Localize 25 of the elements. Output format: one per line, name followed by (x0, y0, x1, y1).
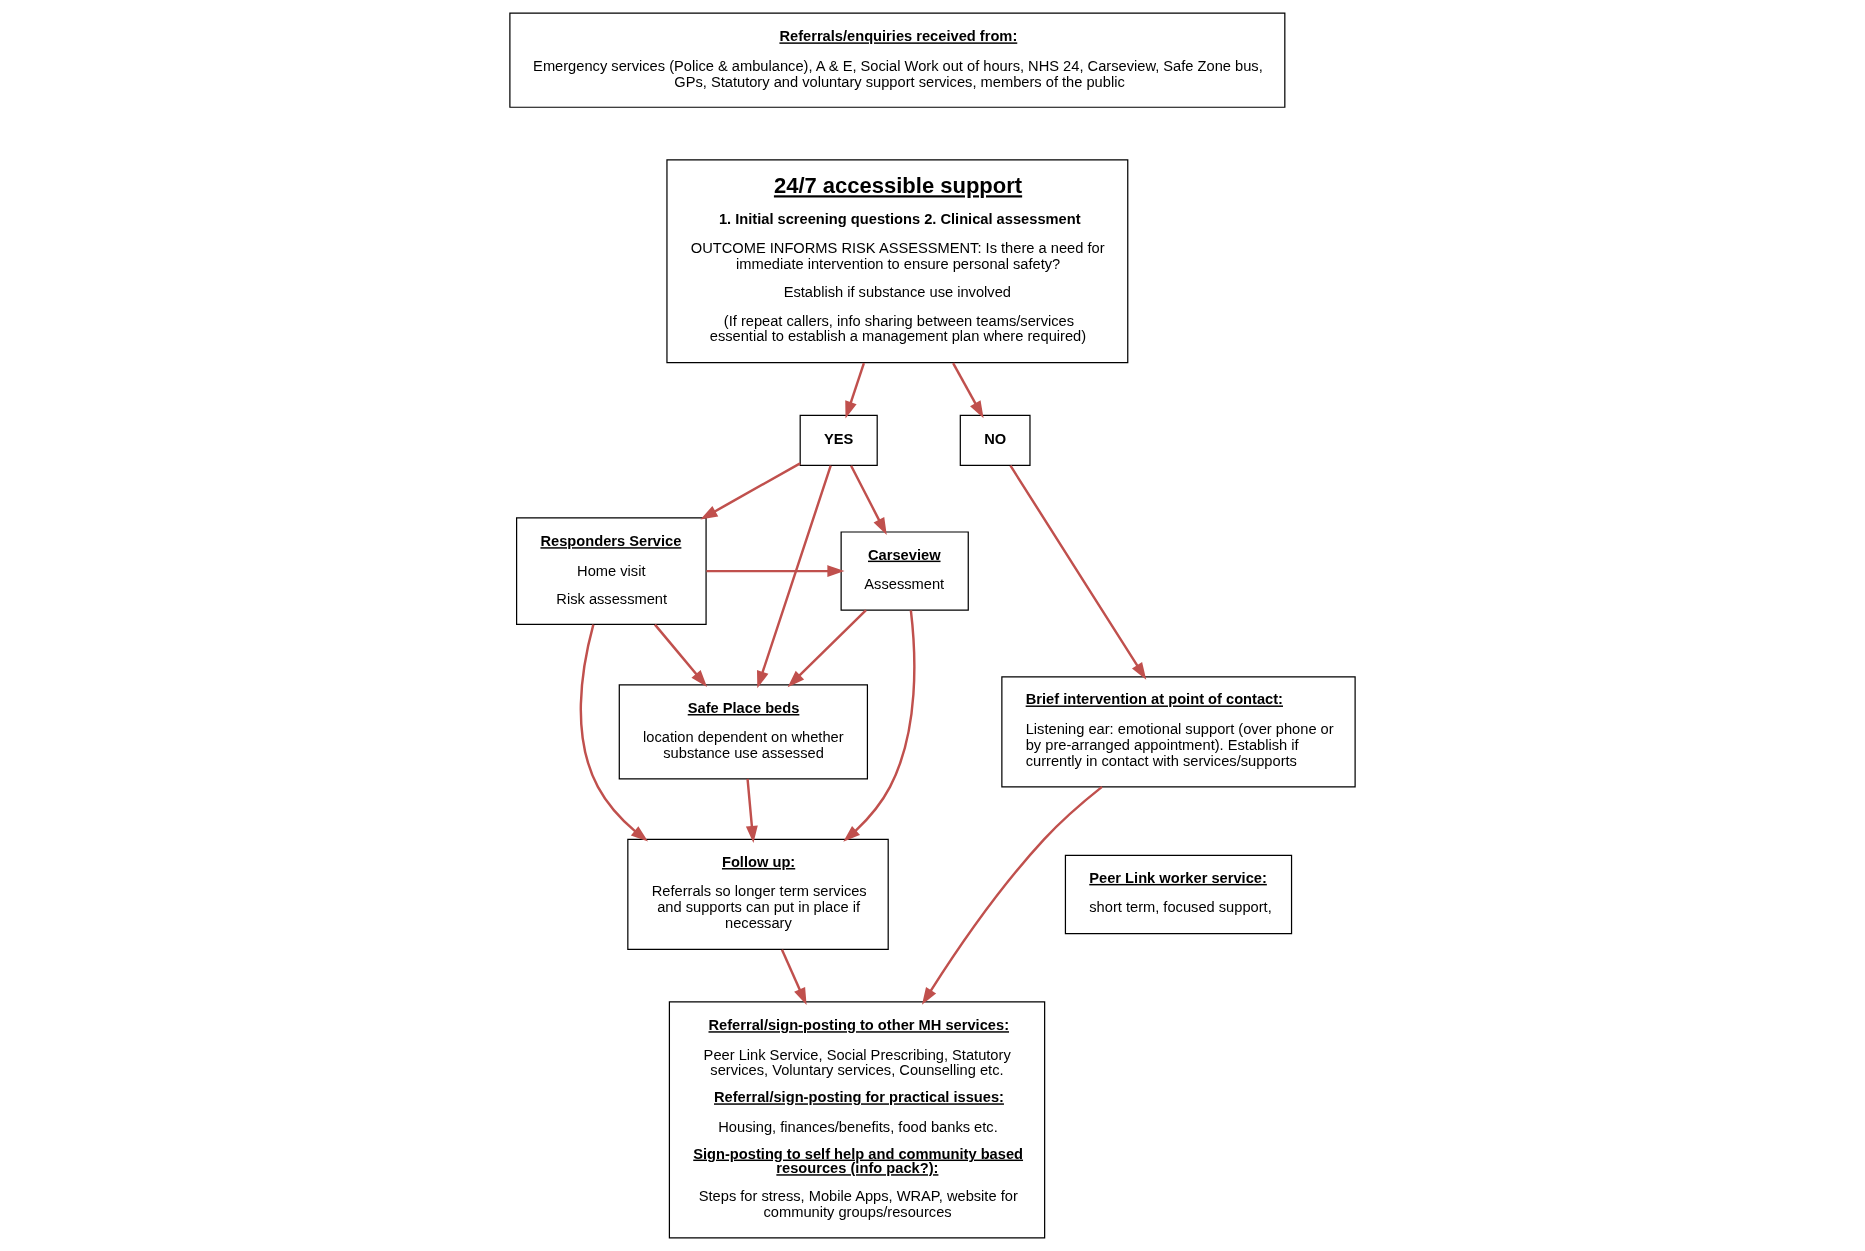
arrow (845, 362, 866, 419)
arrow (700, 462, 801, 520)
arrow (654, 623, 708, 688)
arrow (579, 624, 649, 842)
arrow (850, 465, 887, 535)
node-box: Safe Place beds location dependent on whether substance use assessed (618, 684, 868, 780)
arrow (1009, 465, 1147, 680)
node-box: Referral/sign-posting to other MH services: Peer Link Service, Social Prescribing, Statutory services, Voluntary services, Counselling etc. Referral/sign-posting for practical issues: Housing, finances/benefits, food banks etc. Sign-posting to self help and community based resources (info pack?): Steps for stress, Mobile Apps, WRAP, website for community groups/resources (668, 1001, 1046, 1239)
arrow (780, 949, 807, 1006)
arrow (745, 778, 758, 844)
node-box: NO (959, 414, 1031, 466)
arrow (921, 785, 1103, 1005)
node-box: Responders Service Home visit Risk assessment (516, 517, 707, 625)
node-box: 24/7 accessible support 1. Initial screening questions 2. Clinical assessment OUTCOME INFORMS RISK ASSESSMENT: Is there a need for immediate intervention to ensure personal safety? Establish if substance use involved (If repeat callers, info sharing between teams/services essential to establish a management plan where required) (666, 159, 1129, 364)
arrow (843, 610, 916, 842)
arrow (787, 609, 867, 688)
node-box: Referrals/enquiries received from: Emergency services (Police & ambulance), A & E, Social Work out of hours, NHS 24, Carseview, Safe Zone bus, GPs, Statutory and voluntary support services, members of the public (509, 12, 1286, 108)
node-box: Carseview Assessment (840, 531, 969, 611)
node-box: Brief intervention at point of contact: Listening ear: emotional support (over phone or by pre-arranged appointment). Establish if currently in contact with services/supports (1001, 676, 1356, 788)
node-box: YES (799, 414, 878, 466)
arrow (757, 465, 832, 689)
node-box: Follow up: Referrals so longer term services and supports can put in place if necessary (627, 838, 889, 950)
node-box: Peer Link worker service: short term, focused support, (1064, 854, 1293, 935)
arrow (706, 565, 845, 578)
arrow (952, 362, 984, 419)
